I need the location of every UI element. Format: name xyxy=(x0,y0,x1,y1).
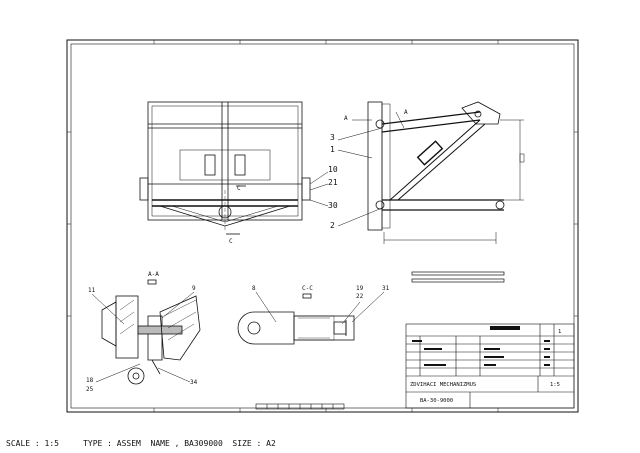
status-scale: SCALE : 1:5 xyxy=(6,439,59,448)
part-number-34: 34 xyxy=(190,379,198,386)
status-type: TYPE : ASSEM xyxy=(83,439,141,448)
front-view xyxy=(139,101,311,235)
section-mark-c-top: C xyxy=(237,185,241,192)
section-mark-c-bottom: C xyxy=(229,238,233,245)
section-cc-title: C-C xyxy=(302,285,313,292)
front-leaders xyxy=(309,171,329,207)
status-bar: SCALE : 1:5 TYPE : ASSEM NAME , BA309000… xyxy=(6,438,636,450)
part-number-21: 21 xyxy=(328,178,338,187)
section-aa-title: A-A xyxy=(148,271,159,278)
part-number-3: 3 xyxy=(330,133,335,142)
status-name: NAME , BA309000 xyxy=(150,439,223,448)
part-number-10: 10 xyxy=(328,165,338,174)
part-number-31: 31 xyxy=(382,285,390,292)
title-block-number: BA-30-9000 xyxy=(420,398,453,404)
part-number-11: 11 xyxy=(88,287,96,294)
part-number-30: 30 xyxy=(328,201,338,210)
section-mark-a-left: A xyxy=(344,115,348,122)
title-block-sheet: 1 xyxy=(558,329,561,335)
part-number-18: 18 xyxy=(86,377,94,384)
part-number-9: 9 xyxy=(192,285,196,292)
side-view xyxy=(352,101,525,244)
part-number-19: 19 xyxy=(356,285,364,292)
part-number-25: 25 xyxy=(86,386,94,393)
title-block-name: ZDVIHACI MECHANIZMUS xyxy=(410,382,476,388)
title-block xyxy=(405,323,575,409)
sheet-border xyxy=(66,39,579,413)
section-aa-leaders xyxy=(91,291,195,383)
section-mark-a-right: A xyxy=(404,109,408,116)
part-number-2: 2 xyxy=(330,221,335,230)
section-aa-view xyxy=(101,279,201,385)
side-leaders xyxy=(337,127,383,227)
bar-parts xyxy=(411,271,505,283)
part-number-1: 1 xyxy=(330,145,335,154)
status-size: SIZE : A2 xyxy=(232,439,276,448)
section-cc-view xyxy=(237,293,355,345)
part-number-8: 8 xyxy=(252,285,256,292)
title-block-scale: 1:5 xyxy=(550,382,560,388)
section-cc-leaders xyxy=(255,291,385,325)
part-number-22: 22 xyxy=(356,293,364,300)
